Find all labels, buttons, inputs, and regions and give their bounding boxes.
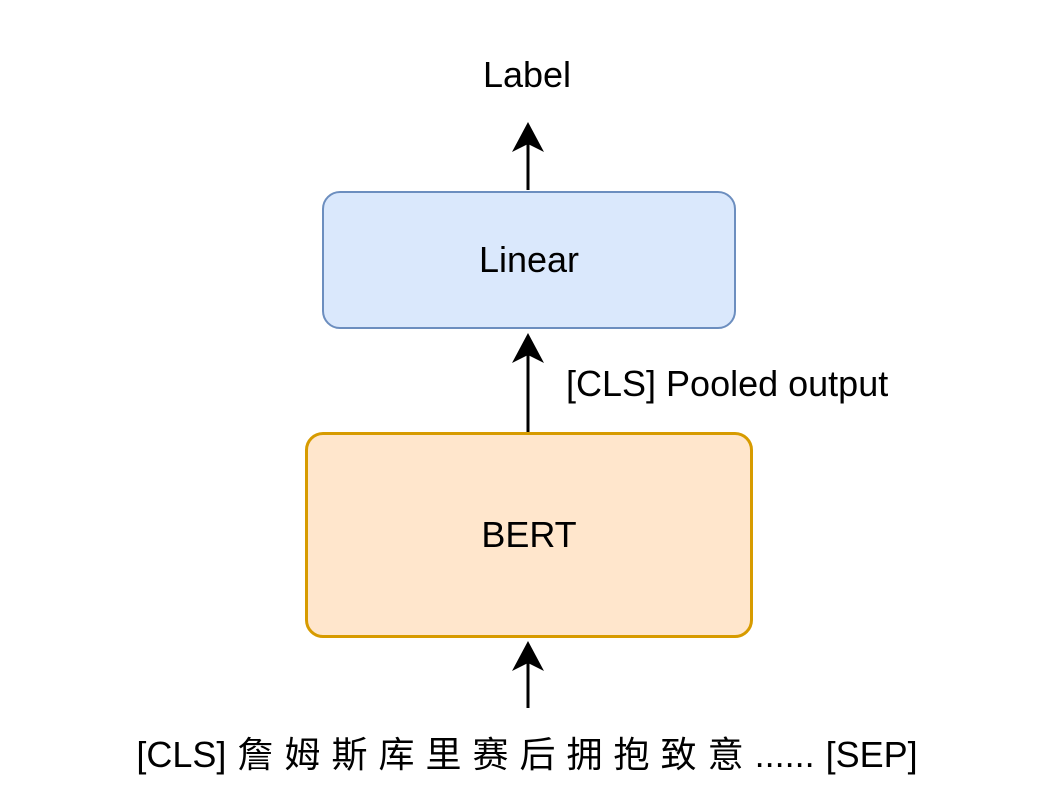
arrowhead-bert [512,641,544,671]
arrowhead-linear [512,333,544,363]
input-token: 致 [660,734,697,775]
linear-label: Linear [478,239,580,280]
bert-label: BERT [481,514,577,555]
input-token: 库 [378,734,415,775]
bert-node: BERT [305,432,753,638]
input-token: 里 [425,734,462,775]
input-token: 拥 [566,734,603,775]
input-token: 意 [707,734,744,775]
pooled-output-label: [CLS] Pooled output [566,363,889,404]
input-token: 赛 [472,734,509,775]
input-token: 后 [519,734,556,775]
input-token: [CLS] [136,734,227,775]
input-token: ...... [754,734,815,775]
arrowhead-label [512,122,544,152]
input-token: [SEP] [825,734,918,775]
input-token: 抱 [613,734,650,775]
input-token: 斯 [331,734,368,775]
input-token: 詹 [237,734,274,775]
output-label: Label [482,54,572,95]
linear-node: Linear [322,191,736,329]
input-sequence: [CLS] 詹 姆 斯 库 里 赛 后 拥 抱 致 意 ...... [SEP] [136,737,917,773]
input-token: 姆 [284,734,321,775]
